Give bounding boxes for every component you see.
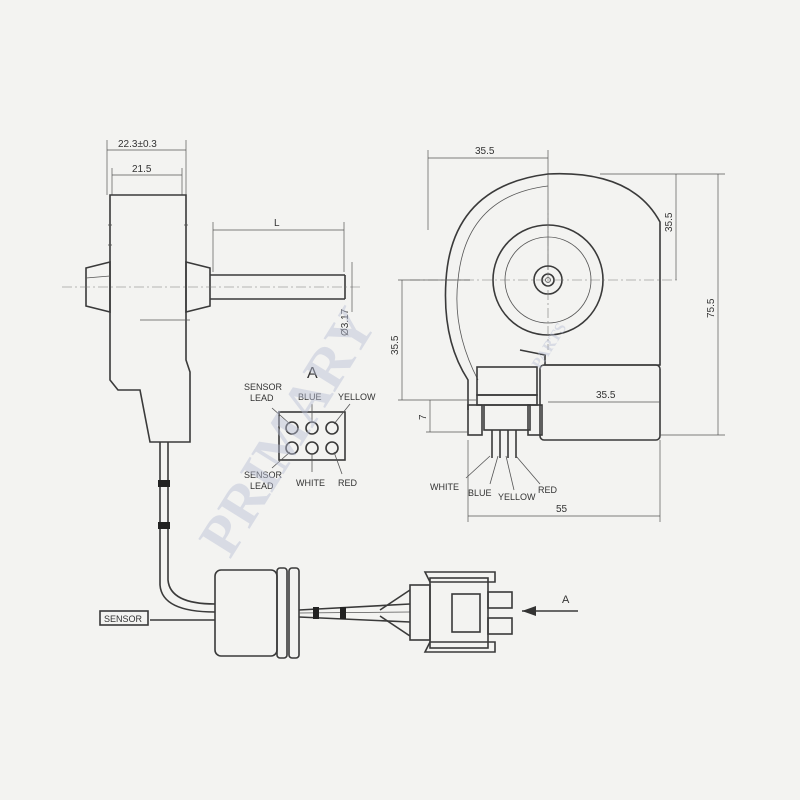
label-blue: BLUE [298,392,322,402]
cable-marker [158,480,170,487]
dim-top-offset: 35.5 [475,146,495,157]
dim-shaft-diameter: Ø3.17 [340,308,351,336]
label-white: WHITE [296,478,325,488]
motor-front-view: 35.5 WHITE BLUE YELLOW RED [390,146,725,522]
sensor-tag [99,610,149,626]
wire-label-red: RED [538,485,558,495]
dim-width-bottom: 55 [556,504,568,515]
label-red: RED [338,478,358,488]
dim-small: 7 [418,414,429,420]
dim-width-body: 21.5 [132,164,152,175]
wire-marker [313,607,319,619]
wire-marker [340,607,346,619]
connector-view-title: A [307,365,318,382]
wire-label-yellow: YELLOW [498,492,536,502]
cable-marker [158,522,170,529]
dim-bottom-right: 35.5 [596,390,616,401]
dim-left-vertical: 35.5 [390,335,401,355]
wire-label-white: WHITE [430,482,459,492]
dim-width-total: 22.3±0.3 [118,139,157,150]
watermark: PRIMARY [186,296,389,566]
motor-side-view: 22.3±0.3 21.5 L Ø3.17 SENSOR [62,139,578,659]
label-yellow: YELLOW [338,392,376,402]
sensor-tag-label: SENSOR [104,614,143,624]
dim-right-upper: 35.5 [664,212,675,232]
wire-label-blue: BLUE [468,488,492,498]
plug-connector [409,571,513,653]
dim-height-total: 75.5 [706,298,717,318]
dim-shaft-length: L [274,218,280,229]
arrow-label: A [562,594,570,606]
